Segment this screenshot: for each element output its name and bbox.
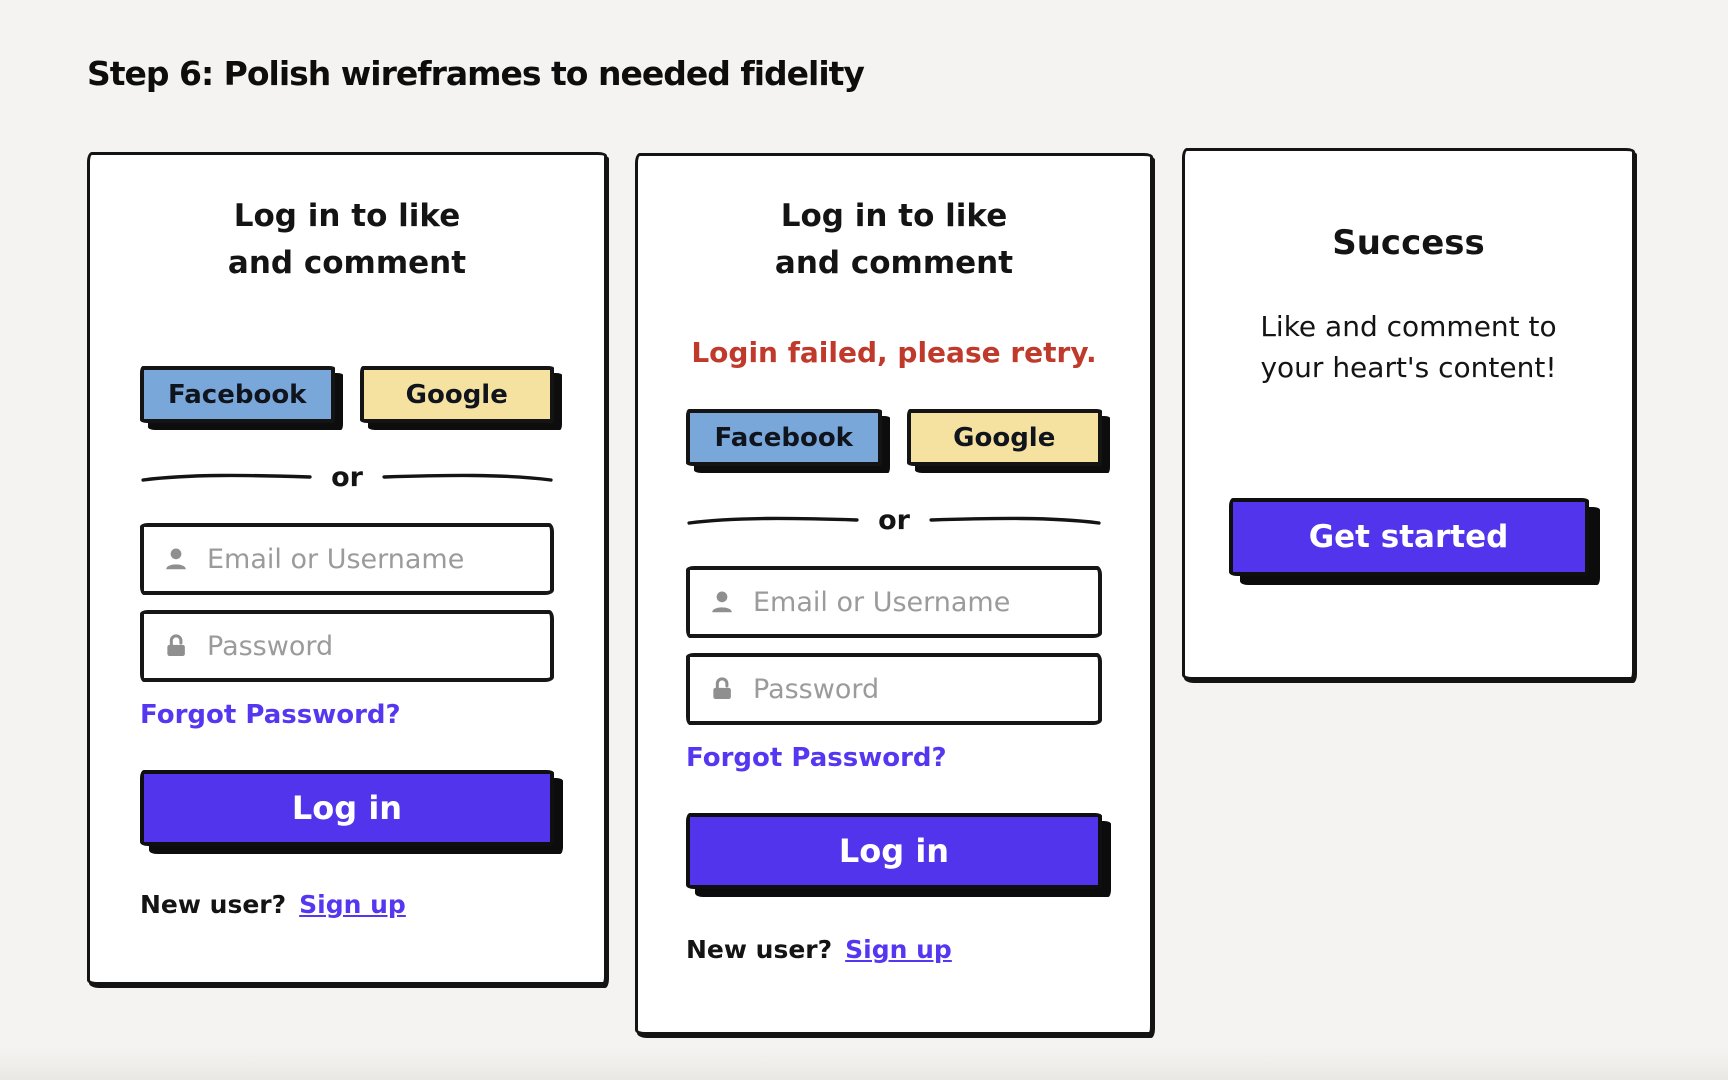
- login-button[interactable]: Log in: [140, 770, 554, 846]
- signup-row: New user? Sign up: [140, 890, 554, 919]
- success-message: Like and comment to your heart's content…: [1221, 307, 1596, 388]
- user-icon: [166, 548, 186, 570]
- new-user-text: New user?: [686, 935, 833, 965]
- forgot-password-link[interactable]: Forgot Password?: [686, 743, 947, 774]
- facebook-login-button[interactable]: Facebook: [140, 366, 335, 423]
- lock-icon: [713, 677, 731, 700]
- get-started-button[interactable]: Get started: [1228, 498, 1589, 577]
- card-title-line1: Log in to like: [780, 198, 1008, 234]
- new-user-text: New user?: [140, 890, 287, 919]
- success-message-line2: your heart's content!: [1260, 350, 1557, 384]
- or-label: or: [331, 461, 363, 493]
- password-input[interactable]: [751, 672, 1080, 706]
- page-title: Step 6: Polish wireframes to needed fide…: [87, 54, 865, 93]
- lock-icon: [167, 634, 185, 657]
- or-label: or: [878, 504, 910, 536]
- or-divider: or: [686, 500, 1102, 540]
- facebook-login-button[interactable]: Facebook: [686, 409, 882, 467]
- email-field[interactable]: [140, 523, 554, 595]
- success-message-line1: Like and comment to: [1260, 310, 1557, 343]
- card-login-error: Log in to like and comment Login failed,…: [635, 153, 1153, 1035]
- forgot-password-link[interactable]: Forgot Password?: [140, 700, 401, 730]
- google-login-button[interactable]: Google: [359, 366, 554, 423]
- canvas-bottom-fade: [0, 1048, 1728, 1080]
- divider-line-right: [929, 517, 1101, 526]
- signup-row: New user? Sign up: [686, 935, 1102, 964]
- social-login-row: Facebook Google: [140, 366, 554, 423]
- password-input[interactable]: [205, 629, 532, 663]
- card-success: Success Like and comment to your heart's…: [1182, 148, 1635, 680]
- login-button[interactable]: Log in: [686, 813, 1102, 890]
- email-input[interactable]: [205, 542, 532, 576]
- or-divider: or: [140, 457, 554, 497]
- sign-up-link[interactable]: Sign up: [299, 890, 406, 919]
- success-title: Success: [1332, 223, 1485, 263]
- password-field[interactable]: [140, 610, 554, 682]
- card-title: Log in to like and comment: [686, 193, 1102, 286]
- card-login-default: Log in to like and comment Facebook Goog…: [87, 152, 607, 985]
- user-icon: [712, 591, 732, 613]
- card-title-line2: and comment: [774, 244, 1014, 281]
- password-field[interactable]: [686, 653, 1102, 726]
- google-login-button[interactable]: Google: [906, 409, 1102, 467]
- sign-up-link[interactable]: Sign up: [845, 935, 952, 965]
- login-error-message: Login failed, please retry.: [691, 336, 1097, 369]
- card-title-line2: and comment: [227, 244, 467, 281]
- social-login-row: Facebook Google: [686, 409, 1102, 467]
- divider-line-left: [687, 517, 859, 526]
- card-title: Log in to like and comment: [140, 193, 554, 286]
- email-input[interactable]: [751, 585, 1080, 619]
- divider-line-left: [141, 473, 312, 482]
- divider-line-right: [382, 473, 553, 482]
- card-title-line1: Log in to like: [233, 198, 461, 234]
- email-field[interactable]: [686, 566, 1102, 639]
